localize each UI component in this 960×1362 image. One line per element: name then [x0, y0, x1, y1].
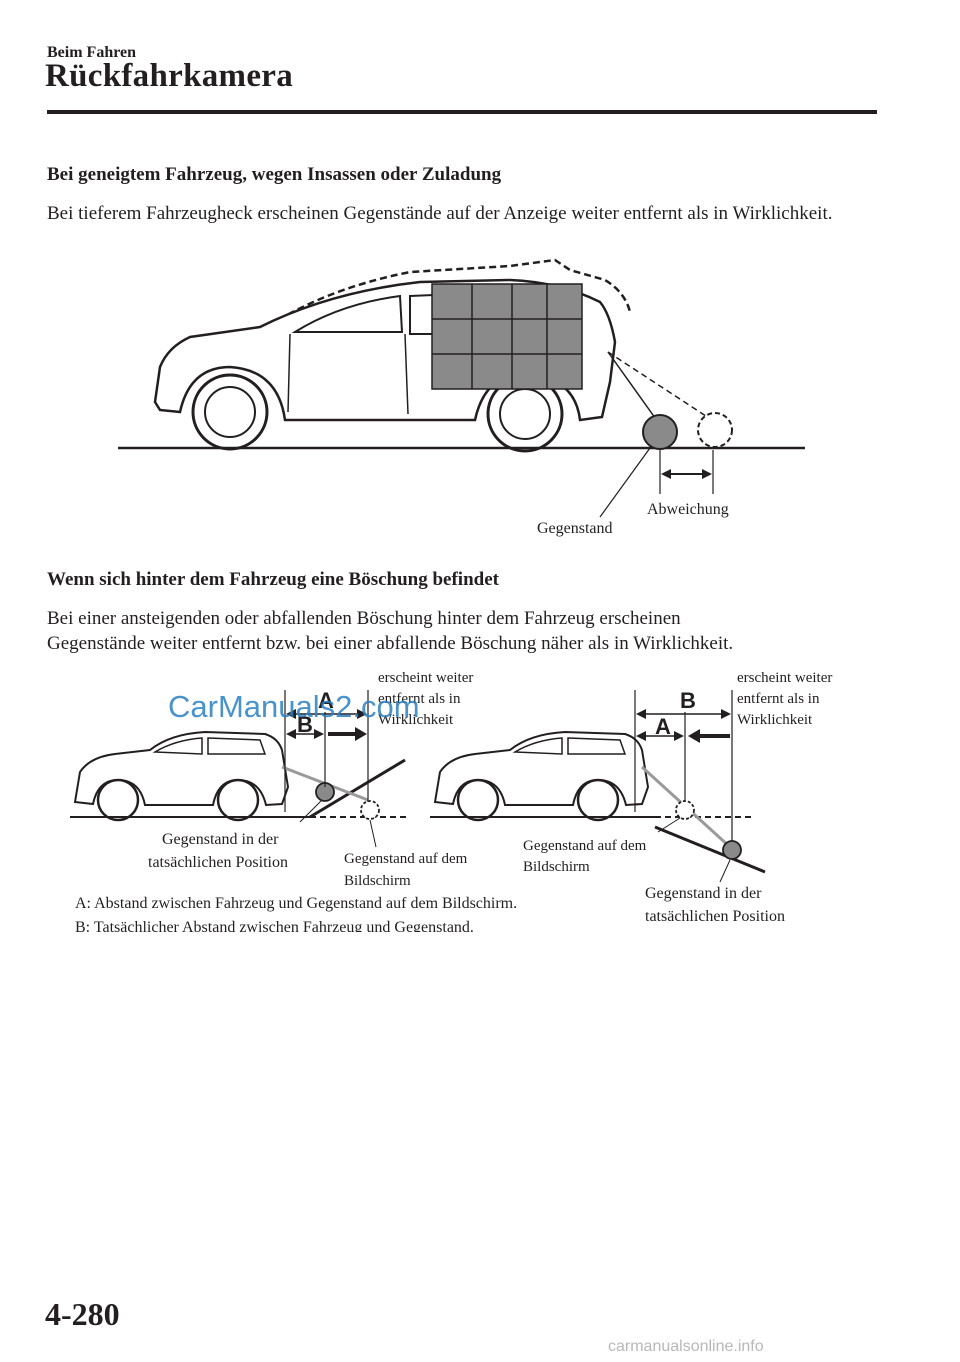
left-letter-a: A — [318, 688, 334, 713]
left-screen-line1: Gegenstand auf dem — [344, 851, 468, 867]
figure-slope: A B erscheint weiter entfernt als in Wir… — [70, 670, 832, 932]
right-screen-line1: Gegenstand auf dem — [523, 838, 647, 854]
legend-a: A: Abstand zwischen Fahrzeug und Gegenst… — [75, 895, 517, 912]
right-note-line3: Wirklichkeit — [737, 712, 813, 728]
section2-body-line2: Gegenstände weiter entfernt bzw. bei ein… — [47, 633, 734, 654]
right-letter-b: B — [680, 688, 696, 713]
watermark: CarManuals2.com — [168, 689, 420, 724]
right-screen-line2: Bildschirm — [523, 859, 590, 875]
page-title: Rückfahrkamera — [45, 58, 294, 94]
section2-body-line1: Bei einer ansteigenden oder abfallenden … — [47, 608, 681, 629]
section1-heading: Bei geneigtem Fahrzeug, wegen Insassen o… — [47, 164, 502, 185]
label-object: Gegenstand — [537, 520, 613, 537]
left-note-line2: entfernt als in — [378, 691, 461, 707]
label-deviation: Abweichung — [647, 501, 729, 518]
left-diagram: A B erscheint weiter entfernt als in Wir… — [70, 670, 473, 889]
footer-site: carmanualsonline.info — [608, 1338, 764, 1355]
left-screen-line2: Bildschirm — [344, 873, 411, 889]
right-actual-line2: tatsächlichen Position — [645, 908, 785, 925]
header-rule — [47, 110, 877, 114]
left-actual-line1: Gegenstand in der — [162, 831, 279, 848]
section2-heading: Wenn sich hinter dem Fahrzeug eine Bösch… — [47, 569, 499, 590]
left-note-line3: Wirklichkeit — [378, 712, 454, 728]
section-kicker: Beim Fahren — [47, 44, 137, 61]
section1-body: Bei tieferem Fahrzeugheck erscheinen Geg… — [47, 203, 833, 224]
right-letter-a: A — [655, 714, 671, 739]
right-note-line1: erscheint weiter — [737, 670, 832, 686]
left-note-line1: erscheint weiter — [378, 670, 473, 686]
left-actual-line2: tatsächlichen Position — [148, 854, 288, 871]
page-number: 4-280 — [45, 1296, 120, 1332]
left-letter-b: B — [297, 712, 313, 737]
right-diagram: B A erscheint weiter entfernt als in Wir… — [430, 670, 832, 925]
figure-tilted-vehicle: Gegenstand Abweichung — [118, 258, 805, 537]
right-actual-line1: Gegenstand in der — [645, 885, 762, 902]
legend-b: B: Tatsächlicher Abstand zwischen Fahrze… — [75, 919, 474, 932]
right-note-line2: entfernt als in — [737, 691, 820, 707]
